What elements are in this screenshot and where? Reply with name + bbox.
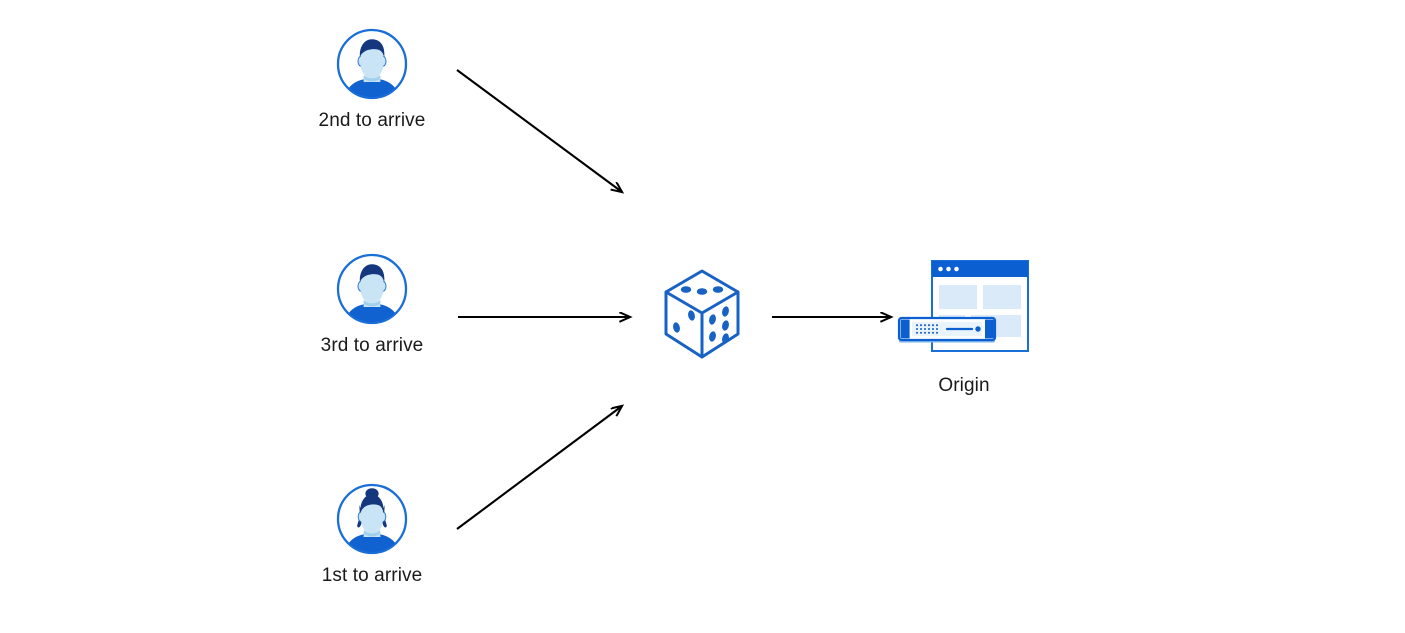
client-node-2nd[interactable]: 2nd to arrive [319, 28, 425, 131]
avatar-bun-hair-icon [336, 483, 408, 555]
client-label-1st: 1st to arrive [321, 565, 423, 586]
avatar-short-hair-icon [336, 28, 408, 100]
dice-cube-icon [664, 269, 740, 359]
origin-label: Origin [938, 375, 990, 396]
dice-node[interactable] [662, 268, 742, 365]
client-label-3rd: 3rd to arrive [320, 335, 424, 356]
browser-window-with-server-icon [897, 260, 1029, 352]
client-node-3rd[interactable]: 3rd to arrive [321, 253, 423, 356]
avatar-short-hair-icon [336, 253, 408, 325]
client-node-1st[interactable]: 1st to arrive [322, 483, 422, 586]
client-label-2nd: 2nd to arrive [318, 110, 426, 131]
arrow-client-1st-to-dice [456, 406, 622, 530]
origin-node[interactable]: Origin [896, 258, 1032, 396]
server-appliance [897, 316, 997, 343]
arrow-client-2nd-to-dice [456, 69, 622, 192]
